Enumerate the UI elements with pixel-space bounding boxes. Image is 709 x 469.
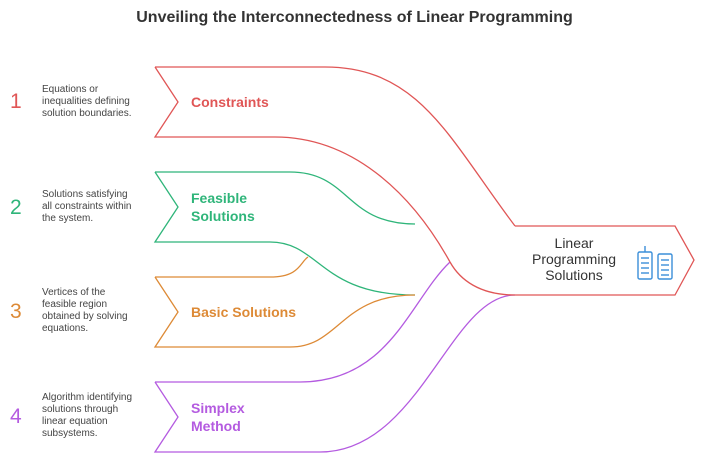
computer-servers-icon (637, 246, 673, 280)
step-label-2: Feasible Solutions (191, 190, 255, 224)
simplex-method-arrow (153, 261, 516, 453)
constraints-arrow (153, 66, 516, 263)
step-number-3: 3 (10, 300, 22, 323)
basic-solutions-arrow (153, 256, 416, 348)
feasible-solutions-arrow (153, 171, 416, 296)
step-description-4: Algorithm identifying solutions through … (42, 392, 133, 439)
step-number-1: 1 (10, 90, 22, 113)
result-label: Linear Programming Solutions (531, 235, 617, 283)
step-number-2: 2 (10, 196, 22, 219)
step-label-1: Constraints (191, 94, 269, 110)
diagram-title: Unveiling the Interconnectedness of Line… (136, 9, 573, 26)
step-label-4: Simplex Method (191, 400, 245, 434)
step-description-3: Vertices of the feasible region obtained… (42, 287, 128, 334)
step-number-4: 4 (10, 405, 22, 428)
result-arrow (449, 225, 695, 296)
step-description-2: Solutions satisfying all constraints wit… (42, 189, 132, 224)
step-label-3: Basic Solutions (191, 304, 297, 320)
step-description-1: Equations or inequalities defining solut… (42, 84, 132, 119)
